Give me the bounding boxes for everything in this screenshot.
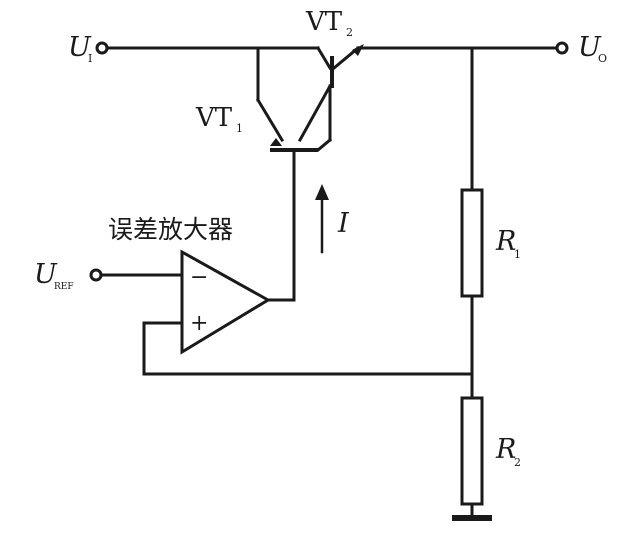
input-voltage-label: U bbox=[68, 32, 92, 63]
vt2-collector-wire bbox=[315, 45, 333, 71]
output-voltage-subscript: O bbox=[598, 52, 607, 65]
vt2-emitter-arrow bbox=[352, 44, 364, 56]
r1-subscript: 1 bbox=[514, 248, 521, 261]
resistor-r1 bbox=[460, 188, 484, 298]
current-arrow-head bbox=[315, 184, 329, 200]
vt1-label: VT bbox=[195, 103, 233, 133]
vt1-emitter-bend bbox=[315, 137, 333, 153]
vt1-emitter-arrow bbox=[270, 138, 282, 146]
output-voltage-label: U bbox=[578, 32, 602, 63]
r2-label: R bbox=[495, 434, 516, 465]
r1-label: R bbox=[495, 226, 516, 257]
current-label: I bbox=[337, 208, 350, 239]
uref-subscript: REF bbox=[54, 282, 74, 292]
amp-inverting-sign: − bbox=[190, 265, 208, 290]
amp-noninverting-sign: + bbox=[190, 311, 208, 336]
op-amp-triangle bbox=[180, 249, 271, 355]
vt1-subscript: 1 bbox=[236, 122, 243, 135]
uref-label: U bbox=[34, 259, 58, 290]
r2-subscript: 2 bbox=[514, 456, 521, 469]
input-voltage-subscript: I bbox=[88, 52, 92, 65]
vt2-label: VT bbox=[305, 7, 343, 37]
output-terminal bbox=[555, 41, 569, 55]
vt2-subscript: 2 bbox=[346, 26, 353, 39]
input-terminal bbox=[95, 41, 109, 55]
error-amplifier-label: 误差放大器 bbox=[108, 215, 233, 244]
vt1-collector-diag bbox=[255, 97, 285, 143]
resistor-r2 bbox=[460, 396, 484, 506]
vt1-emitter-to-vt2-base bbox=[297, 83, 333, 143]
